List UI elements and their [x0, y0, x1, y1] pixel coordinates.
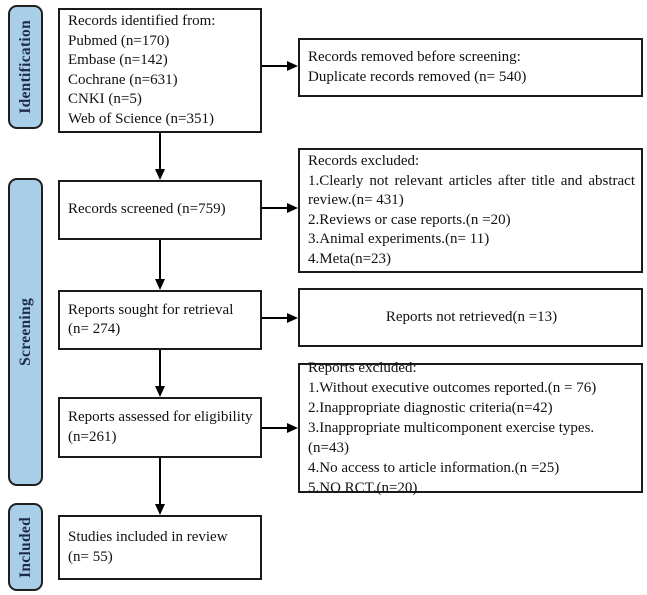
arrow-screened-to-excluded-line: [262, 207, 288, 209]
box-records-identified: Records identified from: Pubmed (n=170) …: [58, 8, 262, 133]
box-reports-sought: Reports sought for retrieval (n= 274): [58, 290, 262, 350]
box-line: 2.Reviews or case reports.(n =20): [308, 211, 511, 228]
arrow-screened-to-sought-line: [159, 240, 161, 280]
stage-label-included: Included: [16, 516, 34, 578]
stage-screening: Screening: [8, 178, 43, 486]
box-line: Duplicate records removed (n= 540): [308, 68, 527, 85]
box-line: Reports not retrieved(n =13): [385, 308, 558, 325]
box-line: 1.Clearly not relevant articles after ti…: [308, 172, 635, 189]
stage-label-identification: Identification: [16, 20, 34, 114]
box-line: Records removed before screening:: [308, 49, 521, 65]
arrow-assessed-to-reportsexcluded-head: [287, 423, 298, 433]
arrow-identified-to-removed-line: [262, 65, 288, 67]
box-line: Records screened (n=759): [68, 201, 226, 218]
box-line: Records excluded:: [308, 153, 420, 169]
box-line: (n=261): [68, 428, 117, 445]
box-line: Reports assessed for eligibility: [68, 409, 253, 425]
box-line: 4.No access to article information.(n =2…: [308, 460, 560, 476]
box-line: 3.Inappropriate multicomponent exercise …: [308, 420, 595, 456]
box-line: Cochrane (n=631): [68, 71, 178, 88]
box-line: Records identified from:: [68, 13, 216, 29]
box-line: Reports excluded:: [308, 360, 417, 376]
box-studies-included: Studies included in review (n= 55): [58, 515, 262, 580]
box-records-excluded: Records excluded: 1.Clearly not relevant…: [298, 148, 643, 273]
box-line: Studies included in review: [68, 529, 228, 545]
box-reports-excluded: Reports excluded: 1.Without executive ou…: [298, 360, 643, 496]
box-line: (n= 55): [68, 548, 113, 565]
arrow-sought-to-assessed-line: [159, 350, 161, 387]
box-line: 3.Animal experiments.(n= 11): [308, 231, 490, 247]
arrow-sought-to-notretrieved-head: [287, 313, 298, 323]
arrow-assessed-to-reportsexcluded-line: [262, 427, 288, 429]
box-line: Embase (n=142): [68, 52, 168, 68]
box-records-removed: Records removed before screening: Duplic…: [298, 38, 643, 97]
box-line: review.(n= 431): [308, 192, 404, 208]
box-line: 5.NO RCT.(n=20): [308, 480, 418, 496]
box-records-screened: Records screened (n=759): [58, 180, 262, 240]
box-line: Pubmed (n=170): [68, 32, 170, 49]
box-reports-not-retrieved: Reports not retrieved(n =13): [298, 288, 643, 347]
arrow-sought-to-notretrieved-line: [262, 317, 288, 319]
box-line: (n= 274): [68, 321, 121, 337]
box-line: Web of Science (n=351): [68, 110, 214, 127]
arrow-identified-to-screened-head: [155, 169, 165, 180]
box-reports-assessed: Reports assessed for eligibility (n=261): [58, 397, 262, 458]
arrow-assessed-to-included-head: [155, 504, 165, 515]
stage-identification: Identification: [8, 5, 43, 129]
arrow-screened-to-sought-head: [155, 279, 165, 290]
stage-included: Included: [8, 503, 43, 591]
arrow-sought-to-assessed-head: [155, 386, 165, 397]
box-line: 4.Meta(n=23): [308, 250, 392, 267]
box-line: Reports sought for retrieval: [68, 301, 234, 318]
arrow-screened-to-excluded-head: [287, 203, 298, 213]
arrow-assessed-to-included-line: [159, 458, 161, 505]
box-line: 2.Inappropriate diagnostic criteria(n=42…: [308, 400, 553, 416]
arrow-identified-to-removed-head: [287, 61, 298, 71]
box-line: 1.Without executive outcomes reported.(n…: [308, 380, 597, 396]
box-line: CNKI (n=5): [68, 91, 142, 107]
arrow-identified-to-screened-line: [159, 133, 161, 170]
stage-label-screening: Screening: [16, 298, 34, 366]
